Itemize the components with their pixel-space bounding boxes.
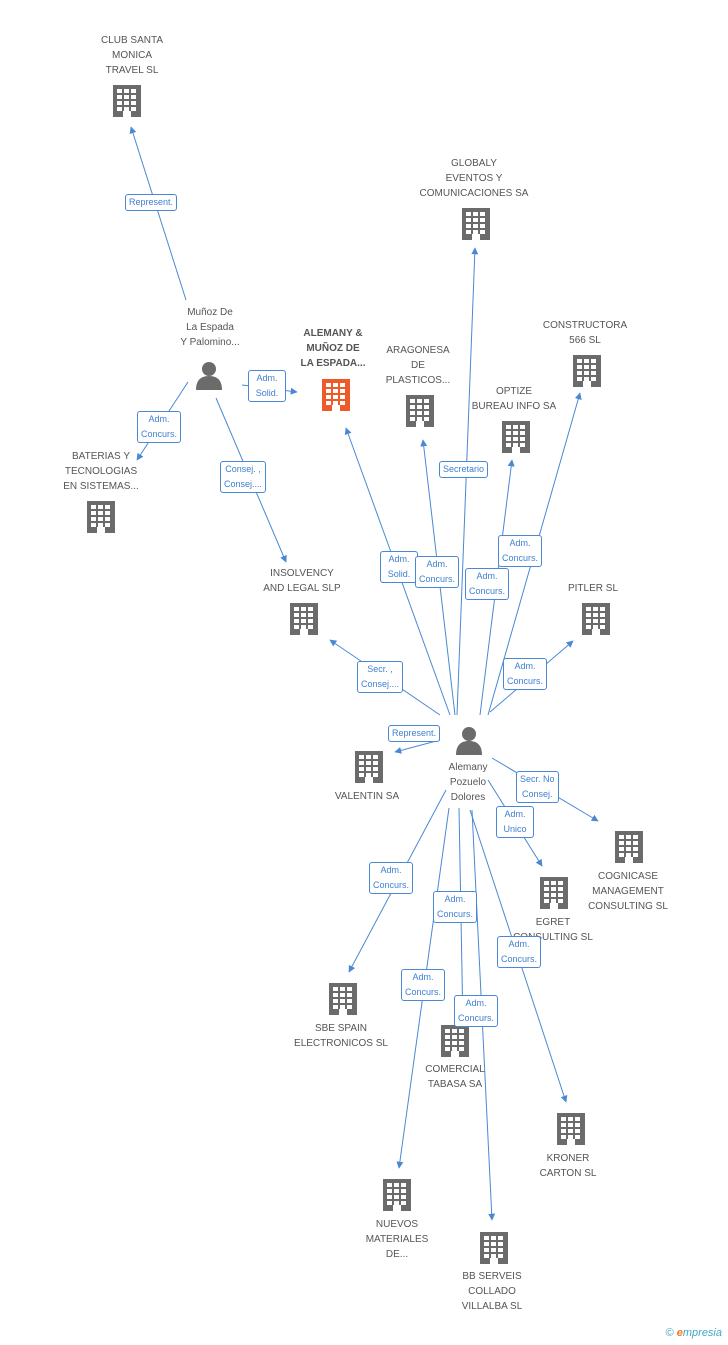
brand-logo: ©empresia [666,1327,722,1339]
edge-label-alemany_p-to-kroner[interactable]: Adm. Concurs. [497,936,542,968]
node-label-aragonesa[interactable]: ARAGONESA DE PLASTICOS... [385,345,451,386]
brand-initial: e [676,1327,683,1339]
building-icon[interactable] [328,981,358,1020]
node-label-munoz[interactable]: Muñoz De La Espada Y Palomino... [180,307,240,348]
building-icon[interactable] [461,206,491,245]
node-label-globaly[interactable]: GLOBALY EVENTOS Y COMUNICACIONES SA [419,158,529,199]
node-label-alemany_p[interactable]: Alemany Pozuelo Dolores [448,762,488,803]
node-label-constructora[interactable]: CONSTRUCTORA 566 SL [542,320,628,346]
edge-label-alemany_p-to-pitler[interactable]: Adm. Concurs. [503,658,548,690]
edge-label-alemany_p-to-optize[interactable]: Adm. Concurs. [465,568,510,600]
building-icon[interactable] [614,829,644,868]
building-icon[interactable] [289,601,319,640]
edge-alemany_p-to-valentin [394,739,441,754]
copyright-symbol: © [665,1327,674,1339]
person-icon[interactable] [454,725,484,760]
building-icon[interactable] [112,83,142,122]
edge-label-alemany_p-to-insolvency[interactable]: Secr. , Consej.... [357,661,404,693]
building-icon[interactable] [86,499,116,538]
building-icon[interactable] [556,1111,586,1150]
edge-label-alemany_p-to-comercial[interactable]: Adm. Concurs. [433,891,478,923]
edge-alemany_p-to-globaly [456,247,479,716]
edge-label-alemany_p-to-egret[interactable]: Adm. Unico [496,806,534,838]
building-icon[interactable] [581,601,611,640]
node-label-club[interactable]: CLUB SANTA MONICA TRAVEL SL [100,35,164,76]
building-icon[interactable] [382,1177,412,1216]
node-label-sbe[interactable]: SBE SPAIN ELECTRONICOS SL [294,1023,388,1049]
node-label-cognicase[interactable]: COGNICASE MANAGEMENT CONSULTING SL [588,871,668,912]
node-label-kroner[interactable]: KRONER CARTON SL [539,1153,597,1179]
node-label-comercial[interactable]: COMERCIAL TABASA SA [425,1064,485,1090]
edge-label-munoz-to-baterias[interactable]: Adm. Concurs. [137,411,182,443]
person-icon[interactable] [194,360,224,395]
node-label-pitler[interactable]: PITLER SL [567,583,619,594]
edge-label-munoz-to-insolvency[interactable]: Consej. , Consej.... [220,461,267,493]
edge-label-alemany_p-to-constructora[interactable]: Adm. Concurs. [498,535,543,567]
building-icon[interactable] [479,1230,509,1269]
building-icon[interactable] [539,875,569,914]
building-icon[interactable] [354,749,384,788]
node-label-nuevos[interactable]: NUEVOS MATERIALES DE... [365,1219,429,1260]
edge-label-alemany_p-to-nuevos[interactable]: Adm. Concurs. [401,969,446,1001]
node-label-optize[interactable]: OPTIZE BUREAU INFO SA [471,386,557,412]
building-icon[interactable] [572,353,602,392]
edge-label-alemany_p-to-globaly[interactable]: Secretario [439,461,489,478]
brand-name: mpresia [682,1327,722,1339]
edge-label-alemany_p-to-valentin[interactable]: Represent. [388,725,441,742]
building-icon[interactable] [501,419,531,458]
building-icon[interactable] [405,393,435,432]
node-label-valentin[interactable]: VALENTIN SA [334,791,400,802]
node-label-insolvency[interactable]: INSOLVENCY AND LEGAL SLP [263,568,341,594]
edge-label-alemany_p-to-cognicase[interactable]: Secr. No Consej. [516,771,559,803]
building-icon[interactable] [321,377,351,416]
building-icon[interactable] [440,1023,470,1062]
edge-label-munoz-to-club[interactable]: Represent. [125,194,178,211]
node-label-alemany_sl[interactable]: ALEMANY & MUÑOZ DE LA ESPADA... [300,328,366,369]
edge-label-alemany_p-to-sbe[interactable]: Adm. Concurs. [369,862,414,894]
edge-label-alemany_p-to-aragonesa[interactable]: Adm. Concurs. [415,556,460,588]
edge-munoz-to-club [129,126,187,301]
node-label-egret[interactable]: EGRET CONSULTING SL [513,917,593,943]
node-label-baterias[interactable]: BATERIAS Y TECNOLOGIAS EN SISTEMAS... [63,451,139,492]
edge-label-alemany_p-to-bb[interactable]: Adm. Concurs. [454,995,499,1027]
node-label-bb[interactable]: BB SERVEIS COLLADO VILLALBA SL [461,1271,523,1312]
edge-label-munoz-to-alemany_sl[interactable]: Adm. Solid. [248,370,286,402]
edge-label-alemany_p-to-alemany_sl[interactable]: Adm. Solid. [380,551,418,583]
